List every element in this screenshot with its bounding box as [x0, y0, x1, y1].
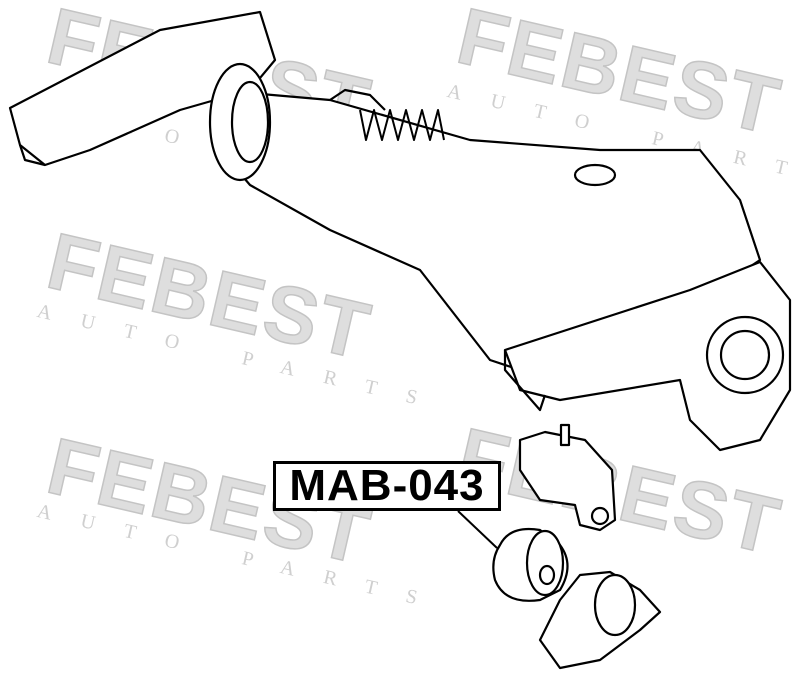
engine-mount-bracket [518, 430, 617, 532]
part-number-label: MAB-043 [273, 461, 501, 511]
right-mount-bracket [503, 260, 792, 452]
coil-spring [359, 109, 445, 141]
